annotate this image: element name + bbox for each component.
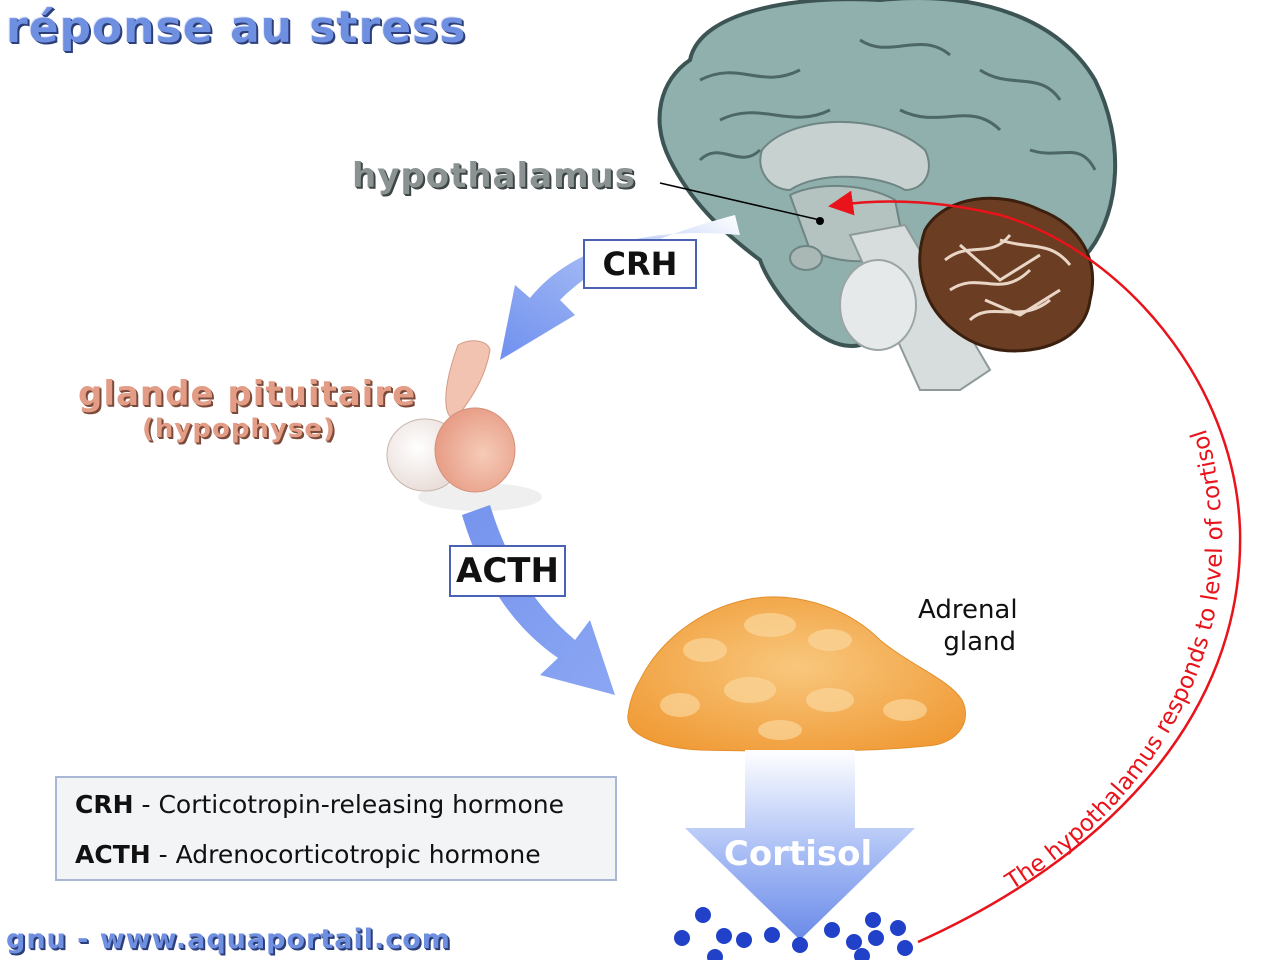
cortisol-arrow: [685, 750, 915, 940]
page-title: réponse au stress: [6, 2, 467, 53]
feedback-arrow: [828, 190, 1242, 944]
brain-illustration: [657, 0, 1118, 391]
cortisol-label: Cortisol: [723, 834, 873, 874]
adrenal-gland-illustration: [627, 596, 967, 752]
adrenal-gland-label: Adrenal gland: [918, 594, 1018, 658]
pituitary-gland-illustration: [386, 340, 542, 511]
adrenal-label-line2: gland: [943, 627, 1016, 657]
adrenal-texture: [660, 613, 927, 740]
pituitary-sublabel: (hypophyse): [142, 414, 336, 444]
pituitary-stalk: [789, 245, 823, 271]
crh-label-box: CRH: [583, 239, 697, 289]
crh-label: CRH: [602, 245, 678, 283]
legend-abbr: CRH: [75, 790, 134, 819]
feedback-label: The hypothalamus responds to level of co…: [1000, 426, 1228, 895]
hypothalamus-dot: [816, 217, 824, 225]
pons: [839, 259, 917, 351]
acth-label-box: ACTH: [449, 545, 566, 597]
source-credit: gnu - www.aquaportail.com: [6, 924, 451, 955]
legend-row-crh: CRH - Corticotropin-releasing hormone: [75, 788, 615, 838]
legend-abbr: ACTH: [75, 840, 151, 869]
cortisol-molecules: [674, 907, 913, 960]
legend-text: - Adrenocorticotropic hormone: [150, 840, 541, 869]
hypothalamus-pointer-line: [659, 182, 821, 221]
legend-box: CRH - Corticotropin-releasing hormone AC…: [55, 776, 617, 881]
crh-arrow: [500, 215, 740, 360]
feedback-label-text: The hypothalamus responds to level of co…: [1000, 426, 1228, 895]
acth-label: ACTH: [456, 551, 559, 591]
legend-row-acth: ACTH - Adrenocorticotropic hormone: [75, 838, 615, 888]
pituitary-label: glande pituitaire: [78, 374, 417, 414]
hypothalamus-label: hypothalamus: [352, 156, 636, 196]
corpus-callosum: [759, 120, 930, 192]
acth-arrow: [462, 505, 615, 695]
adrenal-label-line1: Adrenal: [918, 595, 1018, 625]
legend-text: - Corticotropin-releasing hormone: [133, 790, 565, 819]
